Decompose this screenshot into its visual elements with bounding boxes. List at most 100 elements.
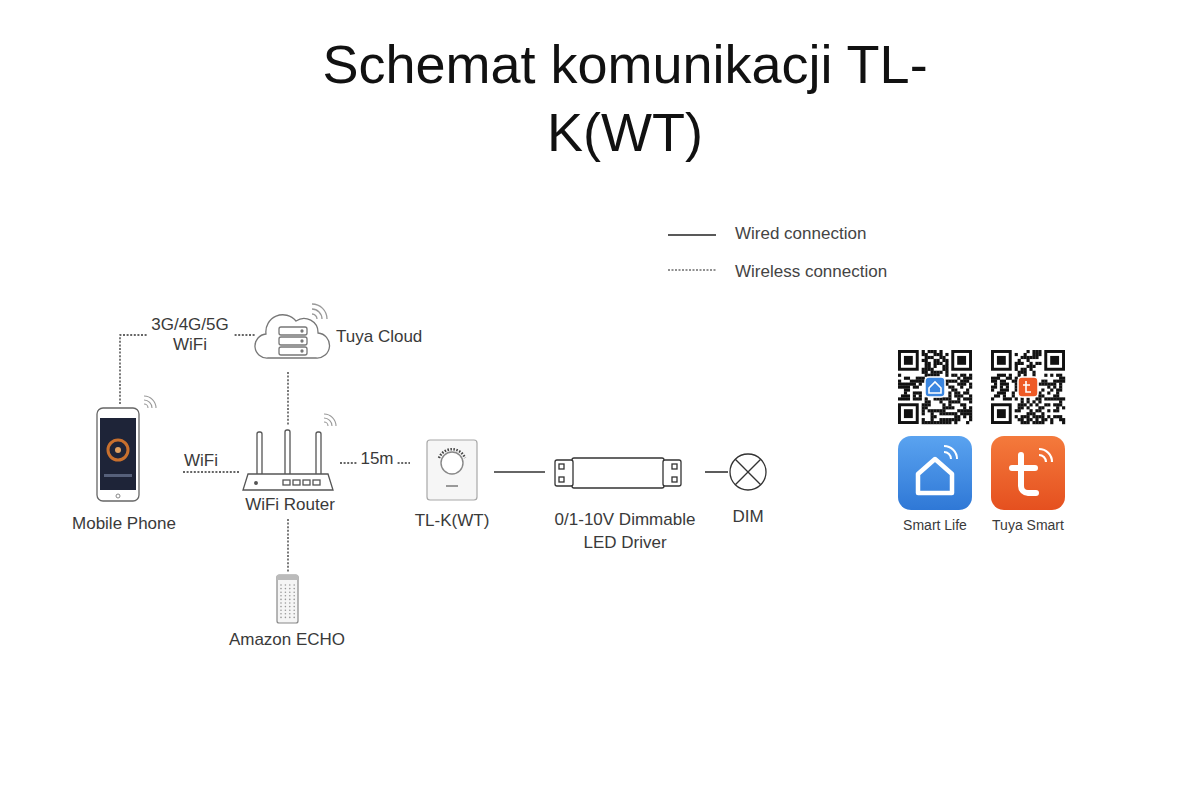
qr-module bbox=[945, 421, 948, 424]
qr-module bbox=[966, 421, 969, 424]
qr-module bbox=[945, 368, 948, 371]
qr-module bbox=[963, 374, 966, 377]
qr-module bbox=[1000, 386, 1003, 389]
device-label: Smart Life bbox=[890, 516, 980, 535]
qr-module bbox=[969, 394, 972, 397]
qr-module bbox=[936, 371, 939, 374]
qr-module bbox=[939, 362, 942, 365]
led-driver-icon-part bbox=[555, 460, 573, 486]
qr-module bbox=[948, 394, 951, 397]
qr-module bbox=[969, 418, 972, 421]
qr-module bbox=[951, 412, 954, 415]
qr-module bbox=[1021, 362, 1024, 365]
qr-module bbox=[942, 412, 945, 415]
qr-module bbox=[1029, 403, 1032, 406]
qr-module bbox=[1021, 356, 1024, 359]
router-icon-part bbox=[316, 432, 321, 476]
qr-module bbox=[928, 350, 931, 353]
qr-module bbox=[1053, 394, 1056, 397]
connector bbox=[494, 472, 545, 473]
qr-module bbox=[939, 356, 942, 359]
qr-module bbox=[966, 388, 969, 391]
qr-module bbox=[1032, 365, 1035, 368]
qr-module bbox=[945, 412, 948, 415]
qr-module bbox=[922, 371, 925, 374]
qr-module bbox=[954, 400, 957, 403]
qr-module bbox=[1062, 377, 1065, 380]
qr-module bbox=[960, 412, 963, 415]
qr-module bbox=[957, 394, 960, 397]
qr-module bbox=[1032, 371, 1035, 374]
qr-finder bbox=[899, 405, 917, 423]
echo-grille-dot bbox=[285, 606, 287, 608]
qr-module bbox=[991, 386, 994, 389]
qr-module bbox=[1027, 412, 1030, 415]
device-node: Mobile Phone bbox=[65, 404, 183, 538]
tlk-panel-icon-part bbox=[427, 440, 477, 500]
qr-module bbox=[925, 403, 928, 406]
qr-module bbox=[925, 406, 928, 409]
qr-module bbox=[922, 418, 925, 421]
qr-module bbox=[907, 388, 910, 391]
qr-finder bbox=[997, 356, 1006, 365]
qr-module bbox=[1041, 421, 1044, 424]
cloud-icon-part bbox=[279, 327, 307, 335]
qr-module bbox=[901, 397, 904, 400]
qr-module bbox=[951, 386, 954, 389]
qr-module bbox=[1027, 406, 1030, 409]
echo-grille-dot bbox=[289, 606, 291, 608]
qr-module bbox=[963, 383, 966, 386]
qr-module bbox=[966, 397, 969, 400]
qr-module bbox=[1053, 380, 1056, 383]
connector bbox=[183, 472, 240, 473]
qr-module bbox=[934, 409, 937, 412]
qr-module bbox=[1024, 403, 1027, 406]
qr-module bbox=[1056, 380, 1059, 383]
qr-module bbox=[1021, 403, 1024, 406]
qr-module bbox=[907, 377, 910, 380]
qr-module bbox=[945, 371, 948, 374]
qr-module bbox=[1003, 391, 1006, 394]
qr-module bbox=[916, 391, 919, 394]
qr-module bbox=[1021, 406, 1024, 409]
qr-module bbox=[931, 350, 934, 353]
qr-module bbox=[925, 356, 928, 359]
qr-module bbox=[954, 394, 957, 397]
legend-samples-part bbox=[668, 234, 716, 236]
qr-module bbox=[1027, 350, 1030, 353]
qr-module bbox=[1035, 403, 1038, 406]
qr-module bbox=[1027, 418, 1030, 421]
echo-grille-dot bbox=[280, 595, 282, 597]
qr-module bbox=[1029, 362, 1032, 365]
qr-module bbox=[994, 386, 997, 389]
qr-module bbox=[1050, 383, 1053, 386]
qr-module bbox=[966, 412, 969, 415]
qr-module bbox=[1021, 421, 1024, 424]
qr-module bbox=[942, 421, 945, 424]
qr-module bbox=[963, 409, 966, 412]
echo-grille-dot bbox=[293, 613, 295, 615]
echo-grille-dot bbox=[285, 609, 287, 611]
qr-module bbox=[1041, 412, 1044, 415]
qr-module bbox=[907, 397, 910, 400]
qr-module bbox=[936, 409, 939, 412]
qr-module bbox=[991, 388, 994, 391]
led-driver-icon-part bbox=[672, 477, 677, 482]
qr-module bbox=[1041, 380, 1044, 383]
echo-grille-dot bbox=[293, 609, 295, 611]
qr-module bbox=[945, 418, 948, 421]
qr-module bbox=[997, 391, 1000, 394]
qr-module bbox=[1027, 415, 1030, 418]
qr-module bbox=[922, 377, 925, 380]
qr-module bbox=[934, 353, 937, 356]
echo-grille-dot bbox=[293, 606, 295, 608]
qr-module bbox=[1056, 394, 1059, 397]
qr-module bbox=[1027, 356, 1030, 359]
qr-module bbox=[1015, 397, 1018, 400]
qr-module bbox=[1038, 391, 1041, 394]
qr-module bbox=[913, 380, 916, 383]
qr-module bbox=[942, 356, 945, 359]
qr-finder bbox=[899, 351, 917, 369]
echo-grille-dot bbox=[293, 588, 295, 590]
smart-life-app-icon-part bbox=[944, 446, 957, 459]
